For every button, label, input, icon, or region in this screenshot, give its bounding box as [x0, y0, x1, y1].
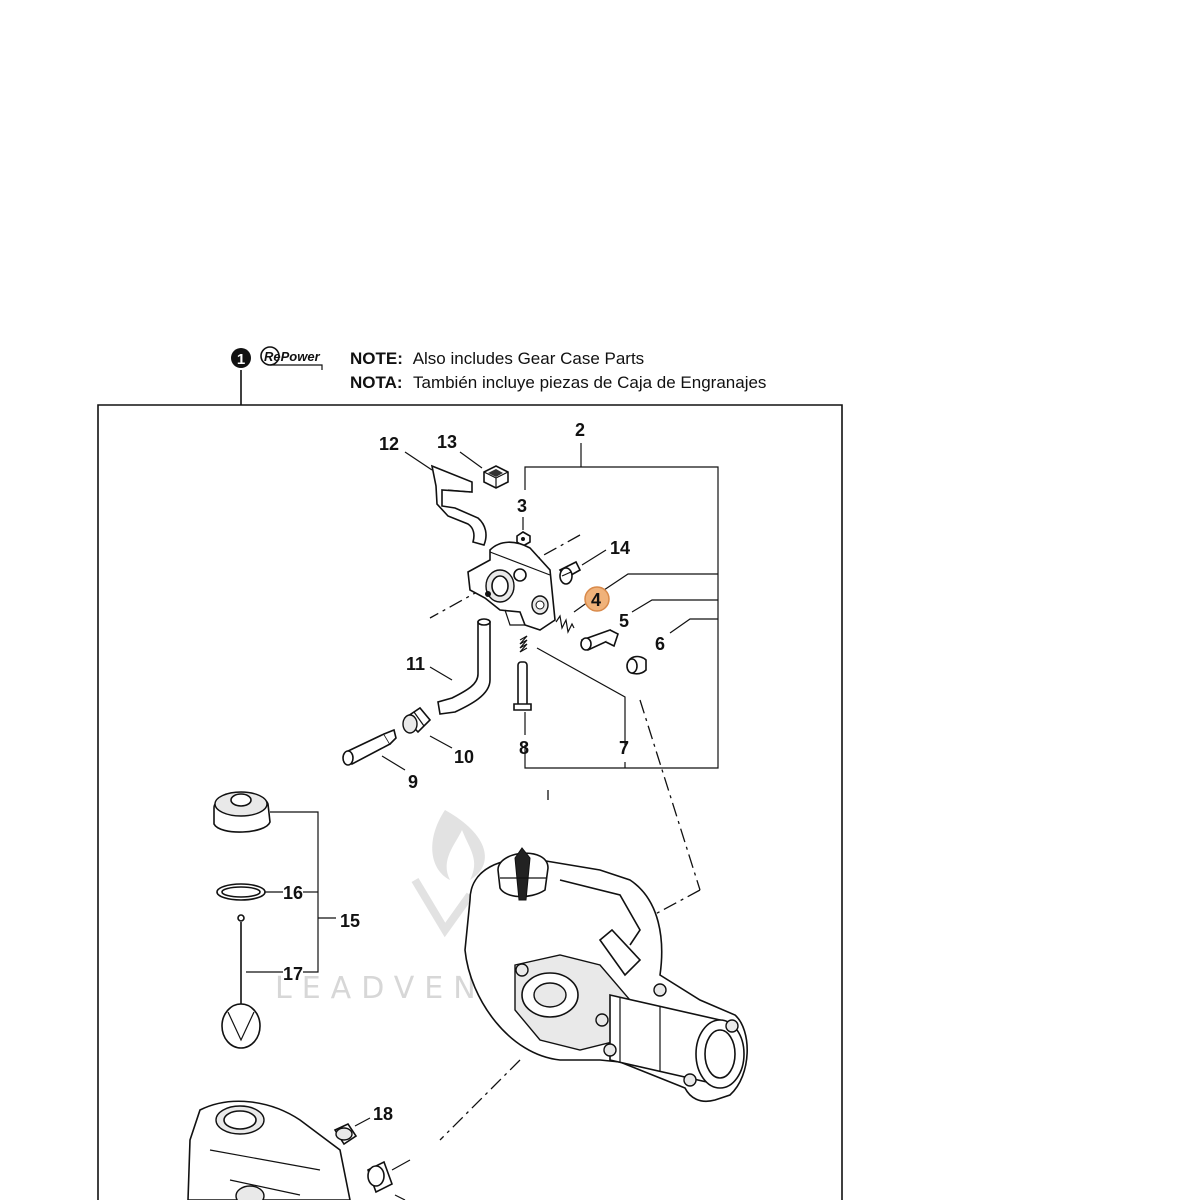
part-15-oil-cap-assembly	[213, 791, 336, 1049]
callout-15[interactable]: 15	[340, 911, 360, 931]
nota-line: NOTA: También incluye piezas de Caja de …	[350, 373, 766, 392]
item-number: 1	[237, 351, 245, 368]
callout-14[interactable]: 14	[610, 538, 630, 558]
callout-11[interactable]: 11	[406, 654, 425, 674]
callout-9[interactable]: 9	[408, 772, 418, 792]
callout-17[interactable]: 17	[283, 964, 303, 984]
callout-2[interactable]: 2	[575, 420, 585, 440]
item-number-badge	[231, 348, 251, 368]
callout-4[interactable]: 4	[591, 590, 601, 610]
callout-13[interactable]: 13	[437, 432, 457, 452]
part-12-elbow	[404, 451, 487, 546]
highlight-circle-4[interactable]	[584, 586, 610, 612]
part-10-fitting	[402, 706, 453, 749]
part-18-fitting	[333, 1117, 411, 1200]
callout-8[interactable]: 8	[519, 738, 529, 758]
part-2-pump-body	[467, 541, 556, 631]
callout-16[interactable]: 16	[283, 883, 303, 903]
part-3-nut	[516, 517, 531, 547]
callout-18[interactable]: 18	[373, 1104, 393, 1124]
callout-10[interactable]: 10	[454, 747, 474, 767]
assembly-frame	[97, 370, 843, 1200]
nota-text: También incluye piezas de Caja de Engran…	[413, 373, 766, 392]
note-line: NOTE: Also includes Gear Case Parts	[350, 349, 644, 368]
header: 1 RePower NOTE: Also includes Gear Case …	[231, 346, 766, 392]
nota-label: NOTA:	[350, 373, 403, 392]
repower-logo-text: RePower	[264, 349, 321, 364]
watermark: LEADVEN	[275, 810, 486, 1006]
callout-5[interactable]: 5	[619, 611, 629, 631]
part-6-cap	[626, 655, 647, 675]
part-9-filter	[342, 728, 406, 771]
watermark-text: LEADVEN	[275, 971, 486, 1006]
callouts: 2 3 4 5 6 7 8 9 10 11 12 13 14 15 16 17 …	[283, 420, 665, 1124]
bracket-2	[524, 443, 719, 769]
part-5-plunger	[580, 629, 619, 652]
callout-7[interactable]: 7	[619, 738, 629, 758]
note-label: NOTE:	[350, 349, 403, 368]
part-11-hose	[429, 618, 491, 715]
lower-housing-drawing	[187, 1100, 351, 1200]
note-text: Also includes Gear Case Parts	[413, 349, 645, 368]
callout-3[interactable]: 3	[517, 496, 527, 516]
part-13-cube	[459, 451, 509, 489]
part-14-screw	[558, 549, 607, 585]
part-4-spring	[555, 601, 589, 634]
callout-6[interactable]: 6	[655, 634, 665, 654]
repower-logo: RePower	[260, 346, 323, 370]
callout-12[interactable]: 12	[379, 434, 399, 454]
gear-case-drawing	[464, 847, 748, 1103]
part-8-pin	[513, 635, 532, 735]
